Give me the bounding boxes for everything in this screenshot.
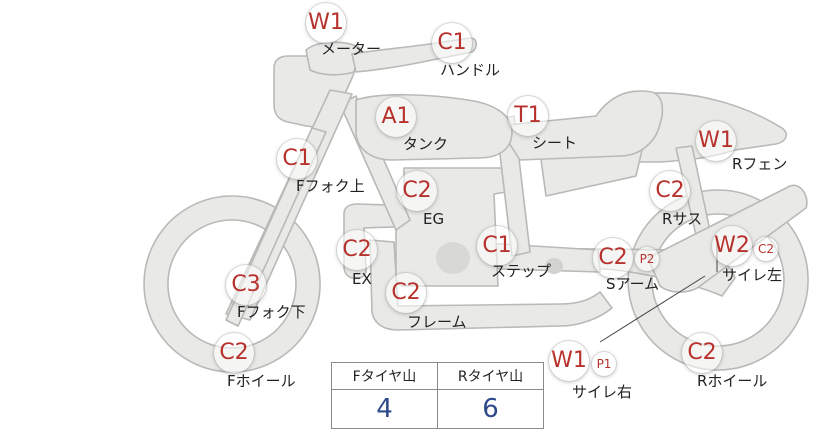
part-label-seat: シート xyxy=(532,134,578,152)
part-label-f-fork-up: Fフォク上 xyxy=(296,177,365,195)
part-label-handle: ハンドル xyxy=(440,61,501,79)
grade-badge-f-fork-low: C3 xyxy=(226,265,266,305)
grade-badge-meter: W1 xyxy=(306,3,346,43)
grade-badge-handle: C1 xyxy=(432,23,472,63)
part-label-meter: メーター xyxy=(321,40,382,58)
grade-badge-eg: C2 xyxy=(397,171,437,211)
step-end-shape xyxy=(545,258,563,274)
grade-badge-s-arm-sub: P2 xyxy=(635,247,659,271)
grade-badge-r-wheel: C2 xyxy=(682,333,722,373)
meter-shape xyxy=(305,41,361,76)
grade-badge-s-arm: C2 xyxy=(593,238,633,278)
tire-table-value-row: 4 6 xyxy=(331,389,544,429)
seat-shape xyxy=(497,90,664,161)
grade-badge-seat: T1 xyxy=(508,96,548,136)
part-label-muffler-l: サイレ左 xyxy=(722,266,783,284)
part-label-muffler-r: サイレ右 xyxy=(572,383,633,401)
grade-badge-muffler-l: W2 xyxy=(712,226,752,266)
engine-cover-shape xyxy=(436,242,470,274)
tire-tread-table: Fタイヤ山 Rタイヤ山 4 6 xyxy=(331,362,544,429)
grade-badge-r-sus: C2 xyxy=(650,171,690,211)
grade-badge-f-fork-up: C1 xyxy=(277,139,317,179)
part-label-r-fender: Rフェン xyxy=(732,155,788,173)
grade-badge-f-wheel: C2 xyxy=(214,333,254,373)
grade-badge-muffler-l-sub: C2 xyxy=(754,237,778,261)
leader-line-muffler-right xyxy=(599,275,706,343)
part-label-r-sus: Rサス xyxy=(662,210,703,228)
part-label-s-arm: Sアーム xyxy=(606,275,660,293)
grade-badge-ex: C2 xyxy=(337,230,377,270)
tire-header-rear: Rタイヤ山 xyxy=(437,362,544,390)
lower-frame-shape xyxy=(369,239,613,331)
part-label-eg: EG xyxy=(423,210,445,228)
part-label-ex: EX xyxy=(352,270,372,288)
grade-badge-frame: C2 xyxy=(386,273,426,313)
grade-badge-muffler-r-sub: P1 xyxy=(592,352,616,376)
tire-value-front: 4 xyxy=(331,389,438,429)
grade-badge-r-fender: W1 xyxy=(696,121,736,161)
tire-table-header-row: Fタイヤ山 Rタイヤ山 xyxy=(331,362,544,390)
tire-value-rear: 6 xyxy=(437,389,544,429)
part-label-step: ステップ xyxy=(491,262,552,280)
grade-badge-muffler-r: W1 xyxy=(549,341,589,381)
part-label-tank: タンク xyxy=(403,135,449,153)
part-label-f-fork-low: Fフォク下 xyxy=(237,303,306,321)
part-label-r-wheel: Rホイール xyxy=(697,372,768,390)
tire-header-front: Fタイヤ山 xyxy=(331,362,438,390)
grade-badge-tank: A1 xyxy=(376,97,416,137)
part-label-frame: フレーム xyxy=(407,313,467,331)
part-label-f-wheel: Fホイール xyxy=(227,372,296,390)
grade-badge-step: C1 xyxy=(477,226,517,266)
